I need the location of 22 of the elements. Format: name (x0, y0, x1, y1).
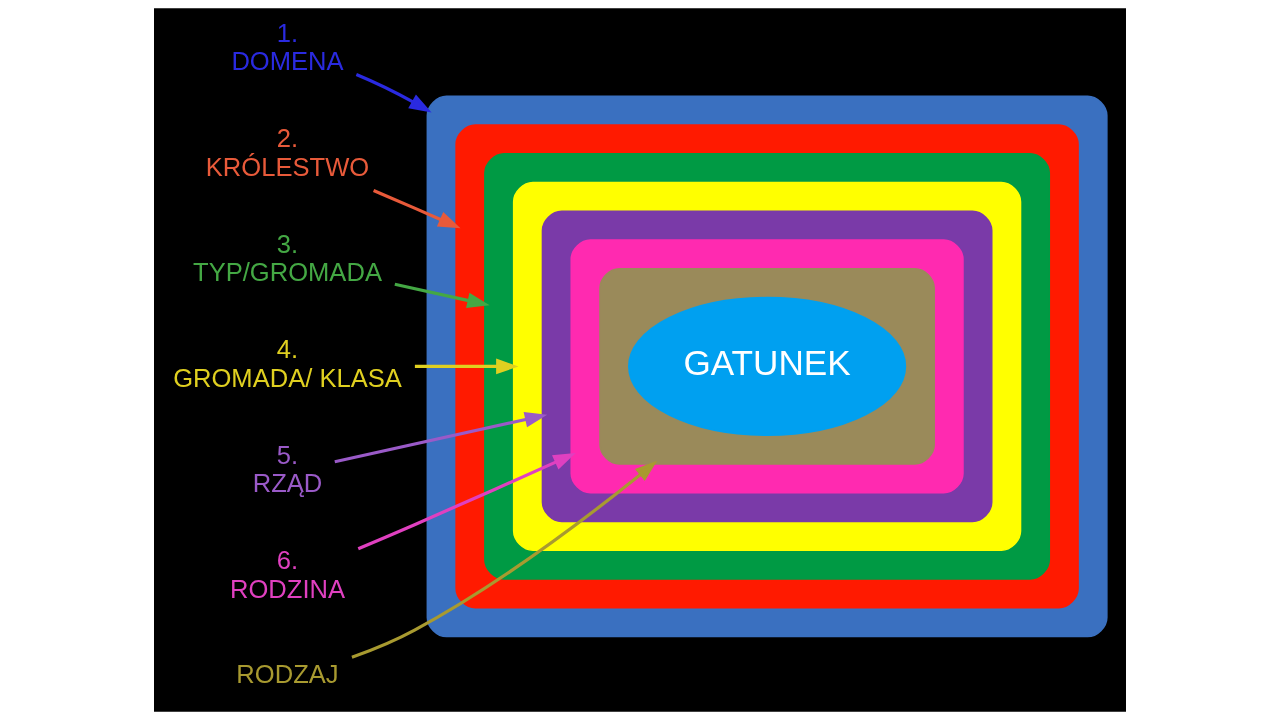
arrow (372, 189, 461, 229)
node-text: RODZAJ (236, 659, 339, 688)
arrow (357, 453, 576, 551)
arrow (394, 282, 490, 309)
cluster (484, 152, 1051, 580)
cluster (599, 268, 935, 465)
node-ellipse: GATUNEK (628, 296, 907, 436)
node-text: 6. RODZINA (229, 546, 346, 603)
cluster (512, 181, 1022, 552)
arrow (351, 460, 658, 659)
cluster (570, 239, 964, 494)
cluster (455, 124, 1079, 609)
node-text: 3. TYP/GROMADA (193, 229, 382, 287)
arrow (355, 73, 432, 113)
node-text: 1. DOMENA (231, 18, 344, 76)
node-text: 4. GROMADA/ KLASA (173, 335, 402, 392)
node-text: 2. KRÓLESTWO (205, 124, 370, 181)
arrow (414, 358, 519, 375)
cluster (426, 95, 1108, 638)
cluster (541, 210, 993, 523)
arrow (334, 411, 548, 464)
node-text: 5. RZĄD (252, 440, 323, 498)
